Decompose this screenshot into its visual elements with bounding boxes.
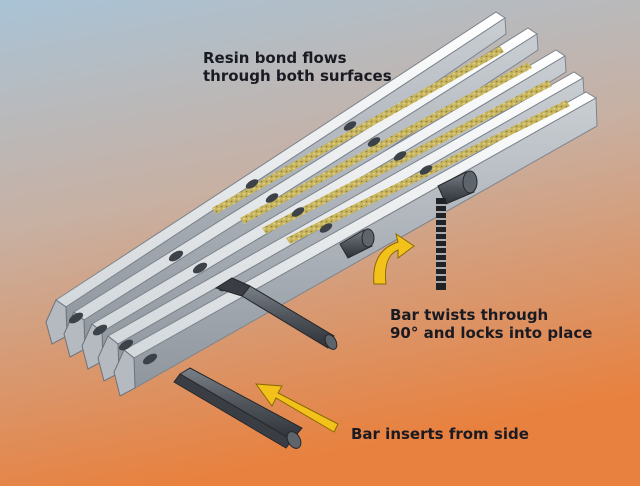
resin-bond-callout: Resin bond flows through both surfaces <box>203 49 392 85</box>
rail-slot <box>343 121 357 131</box>
rail-slot <box>419 165 433 175</box>
bar-twist-callout: Bar twists through 90° and locks into pl… <box>390 306 592 342</box>
rail-slot <box>192 262 208 274</box>
twist-bar <box>436 198 446 290</box>
bar-twist-line1: Bar twists through <box>390 306 549 324</box>
rail-slot <box>319 223 333 233</box>
bar-inserts-callout: Bar inserts from side <box>351 425 529 443</box>
rail-slot <box>393 151 407 161</box>
locked-bar <box>339 228 375 259</box>
rail-slot <box>168 250 184 262</box>
resin-bond-line2: through both surfaces <box>203 67 392 85</box>
rail-slot <box>92 324 108 336</box>
rail-slot <box>245 179 259 189</box>
bar-inserts-text: Bar inserts from side <box>351 425 529 443</box>
locked-cross-bars <box>339 170 478 259</box>
resin-bond-line1: Resin bond flows <box>203 49 347 67</box>
rail-slot <box>265 193 279 203</box>
rail-slot <box>367 137 381 147</box>
bar-twist-line2: 90° and locks into place <box>390 324 593 342</box>
resin-strip <box>212 46 504 214</box>
loose-bar <box>173 367 303 449</box>
locked-bar <box>437 170 478 205</box>
insert-arrow-icon <box>254 383 339 433</box>
inserted-bar <box>214 277 338 350</box>
resin-strip <box>240 62 532 224</box>
rail-slot <box>118 339 134 351</box>
rail-slot <box>142 353 158 365</box>
resin-strip <box>262 80 552 234</box>
rail-slot <box>68 312 84 324</box>
rail-slot <box>291 207 305 217</box>
twist-arrow-icon <box>373 232 415 285</box>
